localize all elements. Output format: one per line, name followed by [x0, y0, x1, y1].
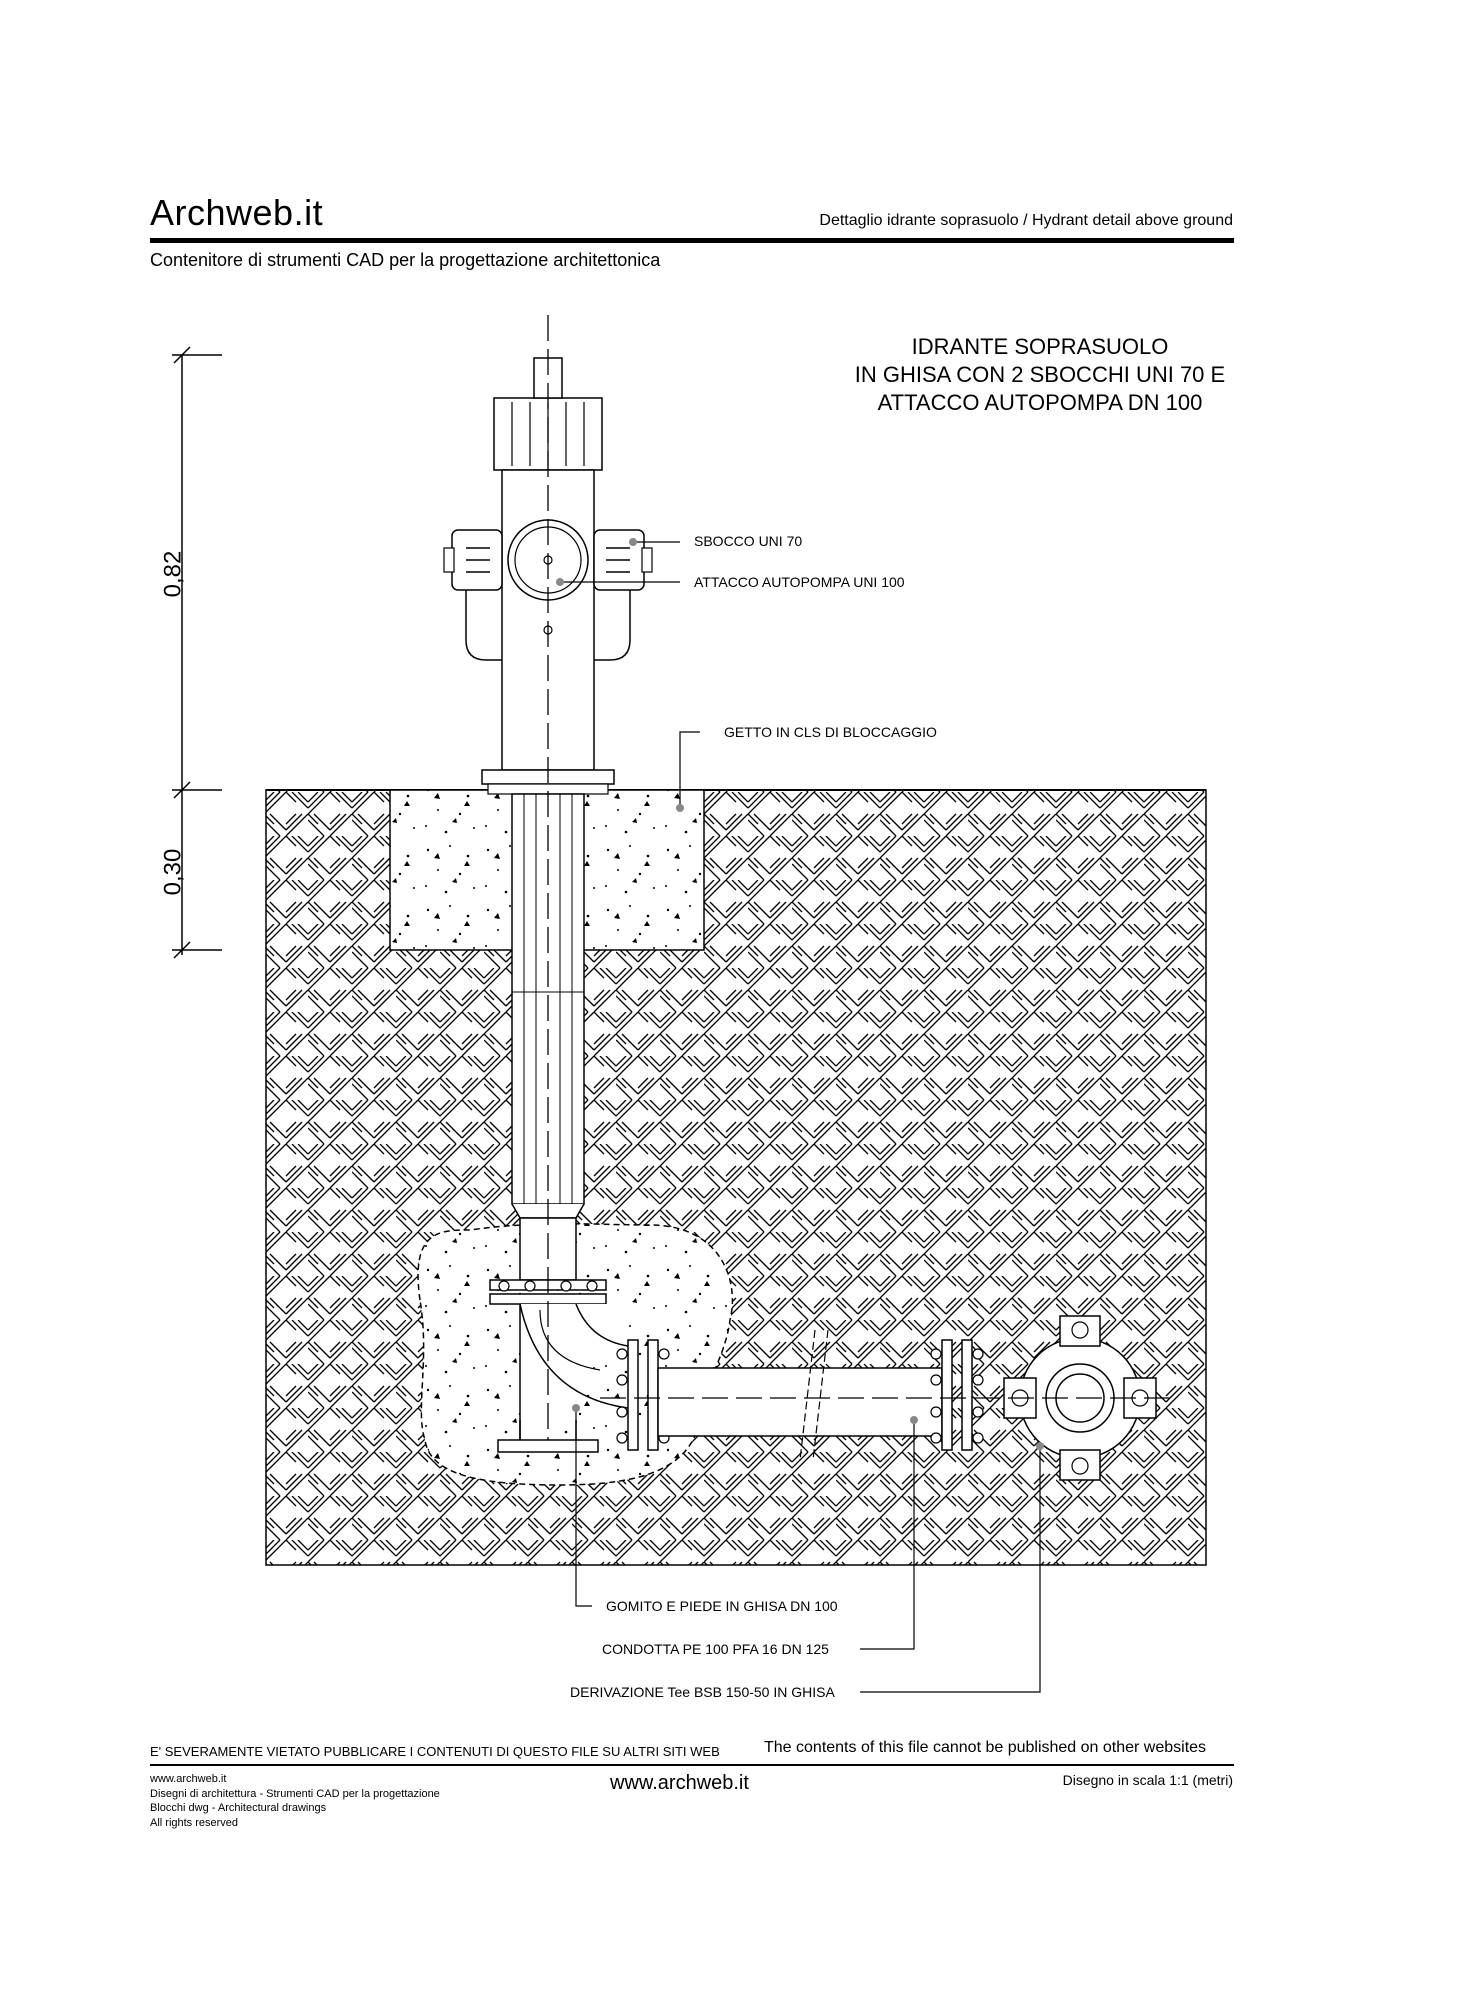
drawing-scale: Disegno in scala 1:1 (metri)	[1062, 1772, 1233, 1788]
drawing-heading: IDRANTE SOPRASUOLO IN GHISA CON 2 SBOCCH…	[820, 333, 1260, 417]
leader-getto	[679, 731, 700, 808]
elbow-side-flange	[627, 1339, 639, 1451]
leader-derivazione	[860, 1446, 1041, 1693]
elbow-foot	[497, 1439, 599, 1453]
label-gomito: GOMITO E PIEDE IN GHISA DN 100	[606, 1598, 838, 1614]
dimension-lower: 0,30	[159, 848, 187, 896]
brand-logo-text: Archweb.it	[150, 192, 324, 233]
header-rule	[150, 238, 1234, 243]
dimension-line	[172, 346, 222, 959]
warning-english: The contents of this file cannot be publ…	[764, 1739, 1207, 1756]
tee-side-flange	[941, 1339, 953, 1451]
heading-line: ATTACCO AUTOPOMPA DN 100	[877, 390, 1203, 415]
dimension-upper: 0,82	[159, 550, 187, 598]
label-getto: GETTO IN CLS DI BLOCCAGGIO	[724, 724, 937, 740]
pe-pipe	[657, 1367, 943, 1437]
heading-line: IN GHISA CON 2 SBOCCHI UNI 70 E	[854, 362, 1226, 387]
footer-credit-line: All rights reserved	[150, 1816, 239, 1829]
footer-credit-line: Blocchi dwg - Architectural drawings	[150, 1802, 327, 1814]
footer-credit-line: Disegni di architettura - Strumenti CAD …	[150, 1787, 440, 1800]
label-sbocco: SBOCCO UNI 70	[694, 533, 803, 549]
footer-rule	[150, 1764, 1234, 1766]
leader-gomito	[575, 1408, 592, 1607]
footer-credits: www.archweb.it Disegni di architettura -…	[150, 1772, 510, 1830]
label-condotta: CONDOTTA PE 100 PFA 16 DN 125	[602, 1641, 829, 1657]
page-subtitle: Contenitore di strumenti CAD per la prog…	[150, 250, 661, 270]
footer-credit-line: www.archweb.it	[150, 1773, 227, 1785]
label-derivazione: DERIVAZIONE Tee BSB 150-50 IN GHISA	[570, 1684, 835, 1700]
drawing-title: Dettaglio idrante soprasuolo / Hydrant d…	[819, 212, 1233, 229]
label-attacco: ATTACCO AUTOPOMPA UNI 100	[694, 574, 905, 590]
footer-site-link[interactable]: www.archweb.it	[610, 1772, 749, 1794]
heading-line: IDRANTE SOPRASUOLO	[911, 334, 1169, 359]
warning-italian: E' SEVERAMENTE VIETATO PUBBLICARE I CONT…	[150, 1744, 720, 1759]
leader-condotta	[860, 1420, 915, 1650]
